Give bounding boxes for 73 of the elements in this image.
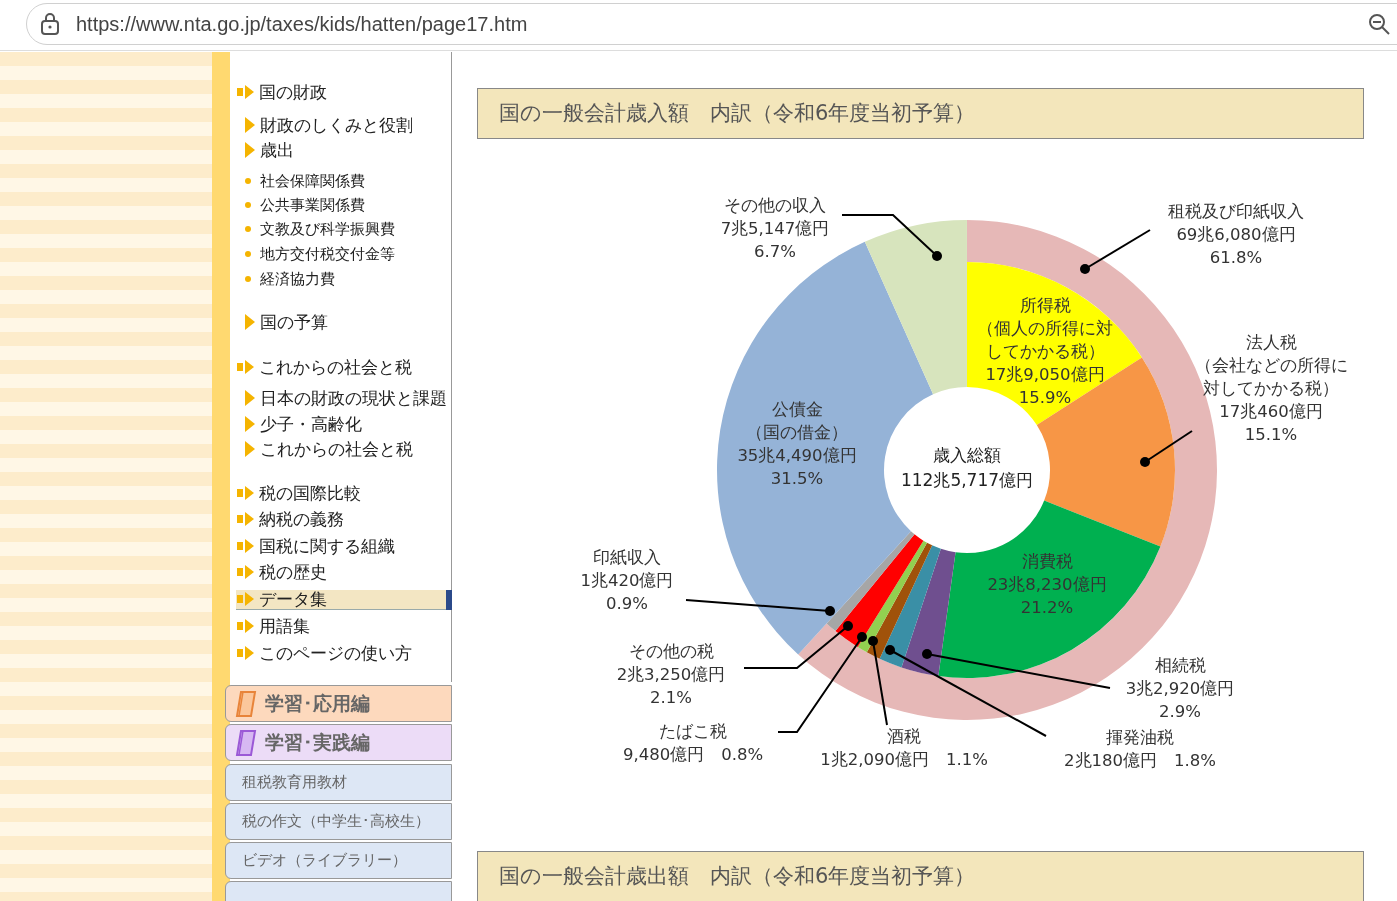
leader-line — [743, 621, 853, 669]
leader-line — [1080, 229, 1151, 274]
nav-link: 少子・高齢化 — [260, 413, 362, 435]
chart-label: 112兆5,717億円 — [899, 469, 1035, 492]
chart-label: 2.9% — [1158, 701, 1202, 723]
chart-label: 31.5% — [769, 468, 825, 490]
chart-label: 17兆9,050億円 — [984, 364, 1106, 386]
chart-label: 2兆180億円 1.8% — [1063, 750, 1217, 772]
chart-label: 6.7% — [753, 241, 797, 263]
nav-link: 財政のしくみと役割 — [260, 114, 413, 136]
nav-link: 国の予算 — [260, 311, 328, 333]
chart-label: 61.8% — [1208, 247, 1264, 269]
leader-line — [777, 632, 867, 733]
nav-link: 納税の義務 — [259, 508, 344, 530]
chart-label: たばこ税 — [658, 721, 728, 743]
chart-label: 17兆460億円 — [1218, 401, 1324, 423]
url-text: https://www.nta.go.jp/taxes/kids/hatten/page17.htm — [76, 12, 528, 37]
nav-link: 文教及び科学振興費 — [260, 219, 395, 240]
chart-label: 0.9% — [605, 593, 649, 615]
chart-label: 9,480億円 0.8% — [621, 744, 765, 766]
menu-button: 学習･実践編 — [225, 724, 452, 761]
chart-label: 消費税 — [1020, 551, 1074, 573]
chart-label: 酒税 — [886, 726, 922, 748]
chart-label: 相続税 — [1153, 655, 1207, 677]
chart-label: （会社などの所得に対してかかる税） — [1193, 355, 1349, 400]
nav-link: 公共事業関係費 — [260, 195, 365, 216]
chart-label: その他の収入 — [723, 195, 827, 217]
chart-label: 印紙収入 — [592, 547, 662, 569]
nav-link: 社会保障関係費 — [260, 171, 365, 192]
chart-label: 69兆6,080億円 — [1175, 224, 1297, 246]
chart-label: 2兆3,250億円 — [615, 664, 727, 686]
chart-label: 15.9% — [1017, 387, 1073, 409]
menu-button: 税の作文（中学生･高校生） — [225, 803, 452, 840]
nav-link: このページの使い方 — [259, 642, 412, 664]
chart-label: （国の借金） — [745, 422, 849, 444]
chart-label: 公債金 — [770, 399, 824, 421]
menu-button: 租税教育用教材 — [225, 764, 452, 801]
nav-link: 国税に関する組織 — [259, 535, 395, 557]
chart-label: 7兆5,147億円 — [719, 218, 831, 240]
nav-link: 経済協力費 — [260, 269, 335, 290]
nav-link: 税の歴史 — [259, 561, 327, 583]
chart-label: 1兆2,090億円 1.1% — [819, 749, 989, 771]
nav-link: これからの社会と税 — [259, 356, 412, 378]
chart-label: 所得税 — [1018, 295, 1072, 317]
menu-button: 学習･応用編 — [225, 685, 452, 722]
leader-line — [885, 645, 1047, 737]
chart-label: 2.1% — [649, 687, 693, 709]
chart-label: （個人の所得に対してかかる税） — [976, 318, 1114, 363]
nav-link: 国の財政 — [259, 81, 327, 103]
chart-label: 揮発油税 — [1105, 727, 1175, 749]
chart-label: 法人税 — [1244, 332, 1298, 354]
chart-label: 1兆420億円 — [579, 570, 675, 592]
chart-label: 23兆8,230億円 — [986, 574, 1108, 596]
leader-line — [1140, 430, 1193, 467]
section-header: 国の一般会計歳出額 内訳（令和6年度当初予算） — [477, 851, 1364, 901]
chart-label: その他の税 — [627, 641, 715, 663]
chart-label: 歳入総額 — [932, 444, 1002, 467]
nav-link: 用語集 — [259, 615, 310, 637]
section-header: 国の一般会計歳入額 内訳（令和6年度当初予算） — [477, 88, 1364, 139]
chart-label: 35兆4,490億円 — [736, 445, 858, 467]
nav-link: 税の国際比較 — [259, 482, 361, 504]
nav-link: これからの社会と税 — [260, 438, 413, 460]
chart-label: 租税及び印紙収入 — [1167, 201, 1305, 223]
nav-link: データ集 — [259, 588, 327, 610]
chart-label: 15.1% — [1243, 424, 1299, 446]
leader-line — [685, 599, 835, 616]
nav-link: 地方交付税交付金等 — [260, 244, 395, 265]
nav-link: 歳出 — [260, 139, 294, 161]
nav-link: 日本の財政の現状と課題 — [260, 387, 447, 409]
menu-button: ビデオ（ライブラリー） — [225, 842, 452, 879]
chart-label: 21.2% — [1019, 597, 1075, 619]
chart-label: 3兆2,920億円 — [1124, 678, 1236, 700]
leader-line — [841, 214, 942, 261]
